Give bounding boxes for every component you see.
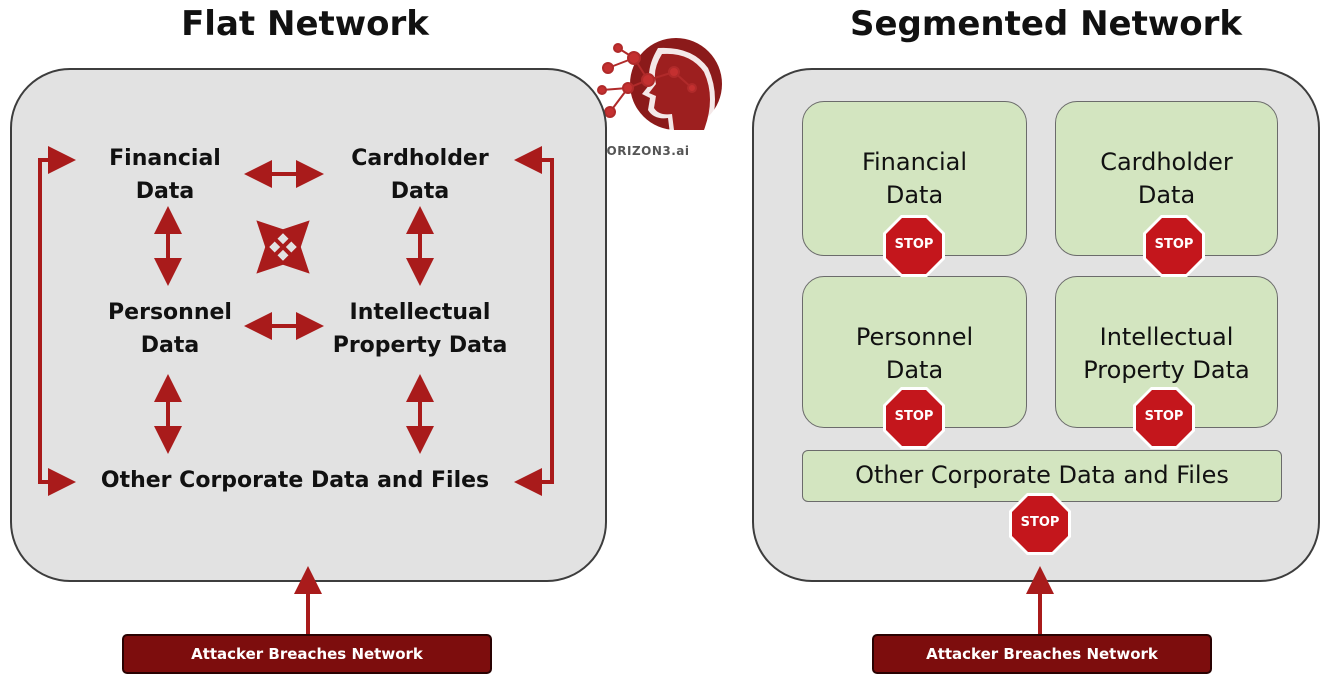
stop-sign-icon: STOP (882, 214, 946, 278)
stop-sign-icon: STOP (1132, 386, 1196, 450)
arrow-right-bracket-bottom (514, 318, 554, 496)
seg-personnel-line1: Personnel (855, 323, 974, 351)
horizon3-logo: HORIZON3.ai (588, 28, 738, 168)
seg-other-label: Other Corporate Data and Files (855, 461, 1229, 489)
seg-cardholder-line1: Cardholder (1100, 148, 1233, 176)
flat-attacker-box: Attacker Breaches Network (122, 634, 492, 674)
flat-other-label: Other Corporate Data and Files (100, 468, 490, 493)
seg-ip-line1: Intellectual (1099, 323, 1234, 351)
logo-head-icon (597, 38, 722, 135)
stop-sign-icon: STOP (882, 386, 946, 450)
seg-ip-line2: Property Data (1083, 356, 1250, 384)
arrow-left-bracket-bottom (38, 318, 76, 496)
seg-personnel-line2: Data (885, 356, 944, 384)
logo-text: HORIZON3.ai (596, 144, 690, 158)
seg-cardholder-line2: Data (1137, 181, 1196, 209)
seg-financial-line2: Data (885, 181, 944, 209)
segmented-network-title: Segmented Network (850, 4, 1242, 44)
arrow-cross-2 (256, 220, 310, 274)
arrow-right-bracket-top (514, 146, 554, 320)
seg-financial-line1: Financial (861, 148, 968, 176)
stop-sign-icon: STOP (1008, 492, 1072, 556)
arrow-left-bracket-top (38, 146, 76, 320)
stop-sign-icon: STOP (1142, 214, 1206, 278)
flat-network-title: Flat Network (181, 4, 429, 44)
seg-attacker-box: Attacker Breaches Network (872, 634, 1212, 674)
